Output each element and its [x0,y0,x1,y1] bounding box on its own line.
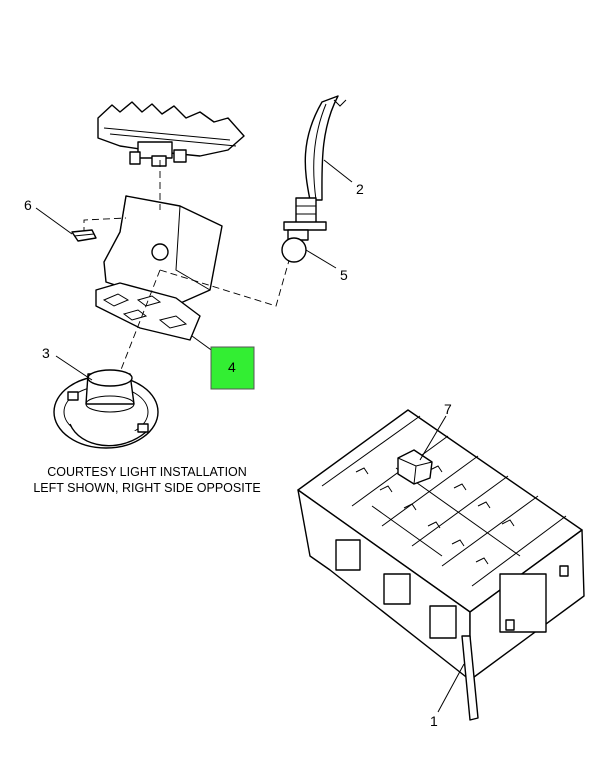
installation-caption: COURTESY LIGHT INSTALLATION LEFT SHOWN, … [33,465,260,495]
callout-4[interactable]: 4 [228,359,236,375]
headliner-connector [97,101,245,167]
callout-5[interactable]: 5 [340,267,348,283]
lamp-housing-bracket [95,195,223,341]
leader-lines [35,159,465,713]
caption-line-1: COURTESY LIGHT INSTALLATION [47,465,247,479]
caption-line-2: LEFT SHOWN, RIGHT SIDE OPPOSITE [33,481,260,495]
callouts: 1 2 3 4 5 6 7 [24,181,452,729]
callout-6[interactable]: 6 [24,197,32,213]
lamp-lens-part-3 [53,369,159,449]
callout-7[interactable]: 7 [444,401,452,417]
bulb-part-5 [281,229,309,263]
callout-2[interactable]: 2 [356,181,364,197]
callout-4-highlight[interactable] [210,346,255,390]
fuse-relay-block [297,409,585,721]
callout-1[interactable]: 1 [430,713,438,729]
wire-harness [283,95,347,231]
assembly-dashed-lines [83,160,293,386]
clip-part-6 [71,229,97,242]
callout-3[interactable]: 3 [42,345,50,361]
